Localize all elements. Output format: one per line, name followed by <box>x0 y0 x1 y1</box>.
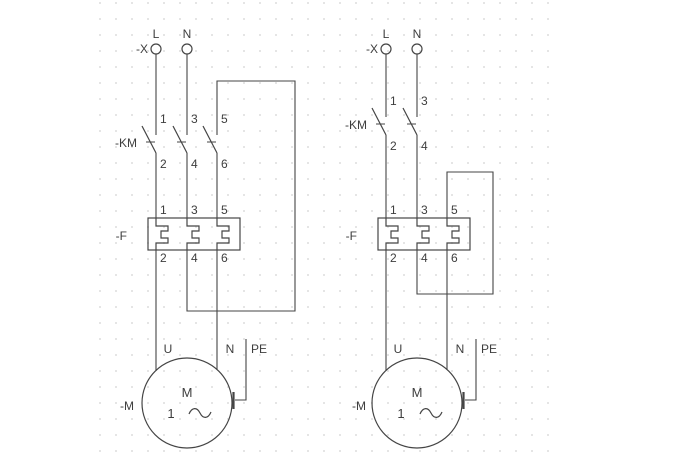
pole-number: 1 <box>160 112 167 126</box>
motor-label: -M <box>352 399 366 413</box>
pole-number: 4 <box>191 157 198 171</box>
heater-element-icon <box>446 218 460 250</box>
terminal-block-label: -X <box>136 42 148 56</box>
wire-km-to-f <box>155 153 218 218</box>
pole-number: 3 <box>421 203 428 217</box>
motor-terminal-u: U <box>394 342 403 356</box>
motor-terminal-n: N <box>456 342 465 356</box>
pole-number: 5 <box>221 112 228 126</box>
motor-phase-count: 1 <box>167 406 174 421</box>
wire-f-to-motor <box>385 250 448 371</box>
contact-blade-icon <box>402 107 418 136</box>
pole-number: 2 <box>390 251 397 265</box>
pole-number: 3 <box>191 203 198 217</box>
pole-number: 2 <box>160 157 167 171</box>
wire-km-to-f <box>385 135 418 218</box>
motor-terminal-pe: PE <box>251 342 267 356</box>
pole-number: 4 <box>191 251 198 265</box>
terminal-circle-icon <box>380 43 392 55</box>
ac-wave-icon <box>419 408 443 418</box>
motor-terminal-n: N <box>226 342 235 356</box>
motor-circle <box>371 357 463 449</box>
overload-label: -F <box>116 229 127 243</box>
pole-number: 3 <box>421 94 428 108</box>
ac-wave-icon <box>188 408 212 418</box>
pole-number: 3 <box>191 112 198 126</box>
neutral-label: N <box>413 27 422 41</box>
motor-left: U N PE -M M 1 <box>120 339 267 449</box>
contact-blade-icon <box>172 125 188 154</box>
motor-terminal-pe: PE <box>481 342 497 356</box>
terminal-circle-icon <box>411 43 423 55</box>
overload-box <box>147 217 241 251</box>
motor-label: -M <box>120 399 134 413</box>
heater-element-icon <box>416 218 430 250</box>
pole-number: 1 <box>390 94 397 108</box>
contact-blade-icon <box>371 107 387 136</box>
line-label: L <box>153 27 160 41</box>
contactor-km-right: -KM 1 3 2 4 <box>345 94 428 153</box>
overload-label: -F <box>346 229 357 243</box>
heater-element-icon <box>385 218 399 250</box>
heater-element-icon <box>216 218 230 250</box>
pole-number: 5 <box>451 203 458 217</box>
terminal-circle-icon <box>150 43 162 55</box>
heater-element-icon <box>155 218 169 250</box>
pole-number: 2 <box>160 251 167 265</box>
wire-f-to-motor <box>155 250 218 371</box>
pole-number: 1 <box>390 203 397 217</box>
motor-circle <box>141 357 233 449</box>
terminal-circle-icon <box>181 43 193 55</box>
pole-number: 4 <box>421 251 428 265</box>
line-label: L <box>383 27 390 41</box>
overload-relay-f-left: -F 1 3 5 2 4 6 <box>116 203 241 265</box>
contactor-label: -KM <box>115 136 137 150</box>
terminal-block-label: -X <box>366 42 378 56</box>
supply-terminals-left: -X L N <box>136 27 193 56</box>
left-circuit: -X L N -KM 1 3 5 2 <box>115 27 296 449</box>
right-circuit: -X L N -KM 1 3 2 4 <box>345 27 497 449</box>
motor-letter: M <box>182 385 193 400</box>
motor-terminal-u: U <box>164 342 173 356</box>
pole-number: 6 <box>221 157 228 171</box>
wire-pe <box>465 339 477 401</box>
pole-number: 5 <box>221 203 228 217</box>
contact-blade-icon <box>141 125 157 154</box>
pole-number: 6 <box>221 251 228 265</box>
motor-letter: M <box>412 385 423 400</box>
wire-neutral-loop <box>186 80 296 312</box>
motor-right: U N PE -M M 1 <box>352 339 497 449</box>
pole-number: 2 <box>390 139 397 153</box>
supply-terminals-right: -X L N <box>366 27 423 56</box>
wire-pe <box>235 339 247 401</box>
motor-phase-count: 1 <box>397 406 404 421</box>
contactor-km-left: -KM 1 3 5 2 4 6 <box>115 112 228 171</box>
contactor-label: -KM <box>345 118 367 132</box>
heater-element-icon <box>186 218 200 250</box>
pole-number: 1 <box>160 203 167 217</box>
pole-number: 6 <box>451 251 458 265</box>
overload-box <box>377 217 471 251</box>
contact-blade-icon <box>202 125 218 154</box>
neutral-label: N <box>183 27 192 41</box>
wire-neutral-loop <box>416 171 494 295</box>
pole-number: 4 <box>421 139 428 153</box>
overload-relay-f-right: -F 1 3 5 2 4 6 <box>346 203 471 265</box>
